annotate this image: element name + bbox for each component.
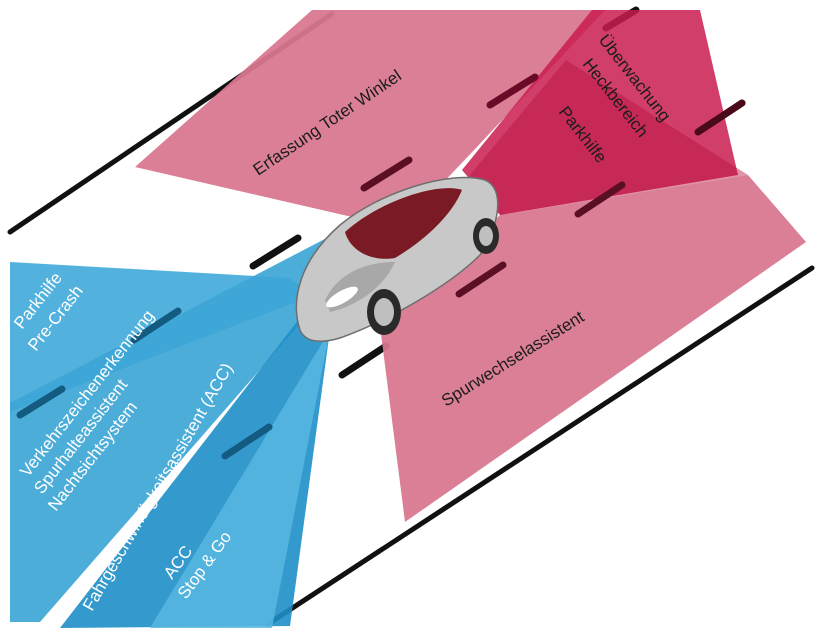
car-headlight (326, 286, 358, 308)
lane-change-zone (380, 175, 806, 522)
car (295, 176, 499, 343)
lane-dashes-tinted (360, 73, 746, 298)
rear-monitoring-zone (462, 10, 738, 215)
lane-dashes-blue-tint (16, 307, 273, 460)
blind-spot-zone (135, 10, 605, 228)
park-assist-rear-zone (470, 60, 748, 215)
front-sensors-zone (10, 205, 390, 622)
acc-stop-go-zone (150, 330, 330, 628)
road-edge-bottom (265, 265, 815, 627)
